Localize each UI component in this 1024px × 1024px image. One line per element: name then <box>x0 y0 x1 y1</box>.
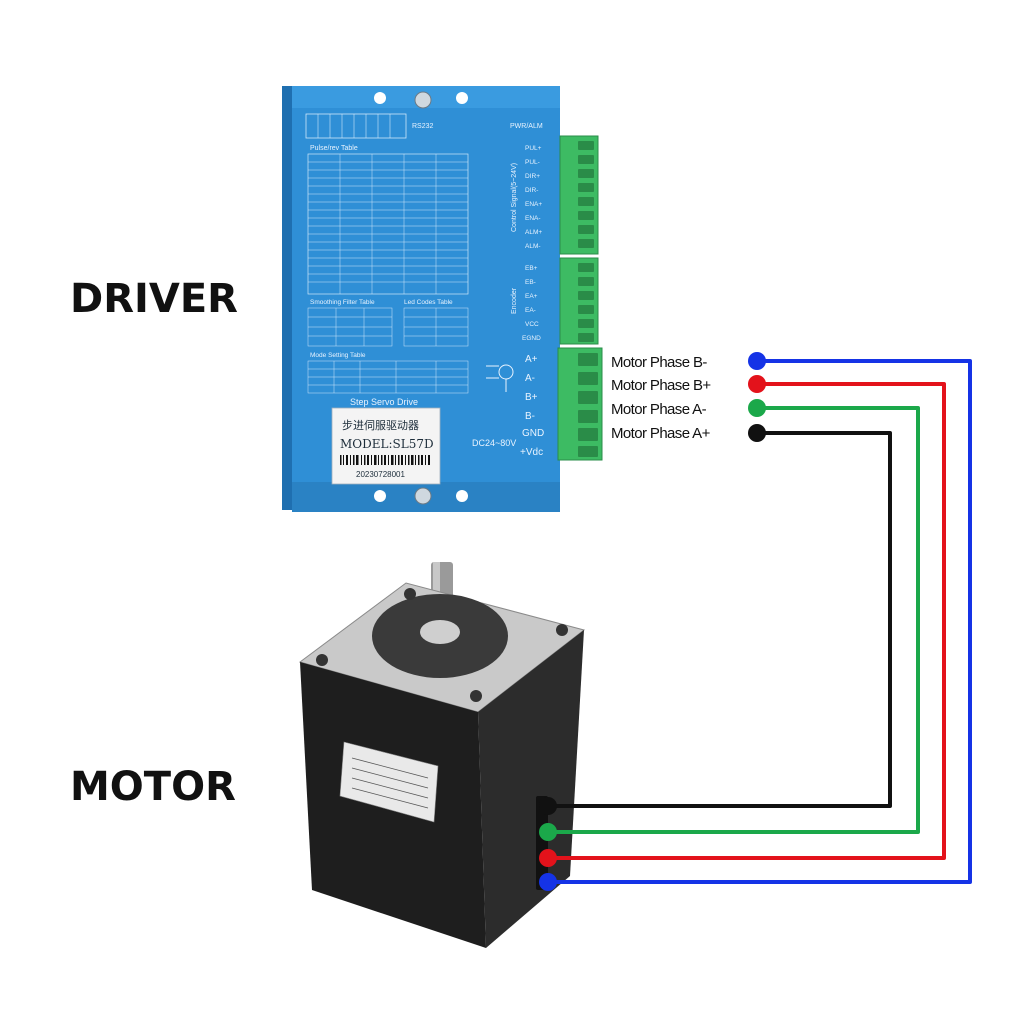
terminal-label: EB- <box>525 279 536 286</box>
wire-endpoint <box>539 873 557 891</box>
stepper-motor <box>298 562 586 948</box>
wire-phase-b-minus <box>548 359 972 884</box>
motor-label: MOTOR <box>70 764 236 810</box>
terminal-label: DIR+ <box>525 173 540 180</box>
mount-hole <box>374 92 386 104</box>
mount-hole <box>470 690 482 702</box>
phase-label-b-minus: Motor Phase B- <box>611 354 707 371</box>
terminal-label: A+ <box>525 354 538 365</box>
terminal-label: B+ <box>525 392 538 403</box>
control-terminal-block <box>559 135 599 255</box>
wire-phase-a-minus <box>548 406 920 834</box>
terminal-label: A- <box>525 373 535 384</box>
mount-hole <box>316 654 328 666</box>
terminal-label: ENA- <box>525 215 541 222</box>
terminal-label: B- <box>525 411 535 422</box>
phase-label-b-plus: Motor Phase B+ <box>611 377 711 394</box>
driver-body <box>292 86 560 512</box>
control-signal-group-label: Control Signal(5~24V) <box>511 163 518 232</box>
dip-switch-header: RS232 PWR/ALM <box>305 113 543 139</box>
pwr-alm-label: PWR/ALM <box>510 123 543 130</box>
mode-setting-table <box>307 360 469 394</box>
motor-symbol-icon <box>486 364 514 392</box>
encoder-terminal-labels: EB+ EB- EA+ EA- VCC EGND <box>522 265 541 342</box>
screw-icon <box>414 91 432 109</box>
rs232-label: RS232 <box>412 123 434 130</box>
mount-hole <box>374 490 386 502</box>
phase-label-a-minus: Motor Phase A- <box>611 401 707 418</box>
smoothing-table-title: Smoothing Filter Table <box>310 299 375 306</box>
terminal-label: EGND <box>522 335 541 342</box>
terminal-label: EA- <box>525 307 536 314</box>
terminal-label: +Vdc <box>520 447 543 458</box>
led-codes-table <box>403 307 469 347</box>
terminal-label: ALM- <box>525 243 541 250</box>
wire-endpoint <box>748 399 766 417</box>
mount-hole <box>404 588 416 600</box>
wire-phase-a-plus <box>548 431 892 808</box>
wire-endpoint <box>539 849 557 867</box>
model-number: MODEL:SL57D <box>340 437 434 451</box>
terminal-label: PUL+ <box>525 145 542 152</box>
terminal-label: VCC <box>525 321 539 328</box>
mount-hole <box>456 490 468 502</box>
motor-label-sticker <box>339 741 439 823</box>
wire-endpoint <box>539 823 557 841</box>
power-terminal-block <box>557 347 603 461</box>
mount-hole <box>556 624 568 636</box>
driver-unit: RS232 PWR/ALM Pulse/rev Table <box>282 86 560 512</box>
power-terminal-labels: A+ A- B+ B- GND +Vdc <box>520 354 544 458</box>
terminal-label: DIR- <box>525 187 538 194</box>
model-sticker: 步进伺服驱动器 MODEL:SL57D 20230728001 <box>331 407 441 485</box>
terminal-label: PUL- <box>525 159 540 166</box>
terminal-label: GND <box>522 428 544 439</box>
voltage-label: DC24~80V <box>472 438 516 448</box>
terminal-label: ALM+ <box>525 229 542 236</box>
phase-labels: Motor Phase B- Motor Phase B+ Motor Phas… <box>611 354 712 442</box>
barcode <box>340 455 430 465</box>
smoothing-table <box>307 307 393 347</box>
wire-endpoint <box>748 424 766 442</box>
terminal-label: ENA+ <box>525 201 542 208</box>
wire-endpoint <box>748 352 766 370</box>
screw-icon <box>414 487 432 505</box>
mode-table-title: Mode Setting Table <box>310 352 366 359</box>
wire-endpoint <box>748 375 766 393</box>
led-table-title: Led Codes Table <box>404 299 453 306</box>
wire-phase-b-plus <box>548 382 946 860</box>
encoder-group-label: Encoder <box>511 287 518 314</box>
wire-endpoint <box>539 797 557 815</box>
product-name: Step Servo Drive <box>350 397 418 407</box>
phase-label-a-plus: Motor Phase A+ <box>611 425 711 442</box>
driver-label: DRIVER <box>70 276 238 322</box>
mount-hole <box>456 92 468 104</box>
serial-number: 20230728001 <box>356 470 405 479</box>
terminal-label: EA+ <box>525 293 538 300</box>
control-terminal-labels: PUL+ PUL- DIR+ DIR- ENA+ ENA- ALM+ ALM- <box>525 145 542 250</box>
motor-body-right <box>478 630 584 948</box>
wire-outlet <box>536 796 548 890</box>
encoder-terminal-block <box>559 257 599 345</box>
wire-harness <box>539 352 972 891</box>
pulse-table-title: Pulse/rev Table <box>310 145 358 152</box>
chinese-product-name: 步进伺服驱动器 <box>342 419 419 432</box>
terminal-label: EB+ <box>525 265 538 272</box>
pulse-rev-table <box>307 153 469 295</box>
